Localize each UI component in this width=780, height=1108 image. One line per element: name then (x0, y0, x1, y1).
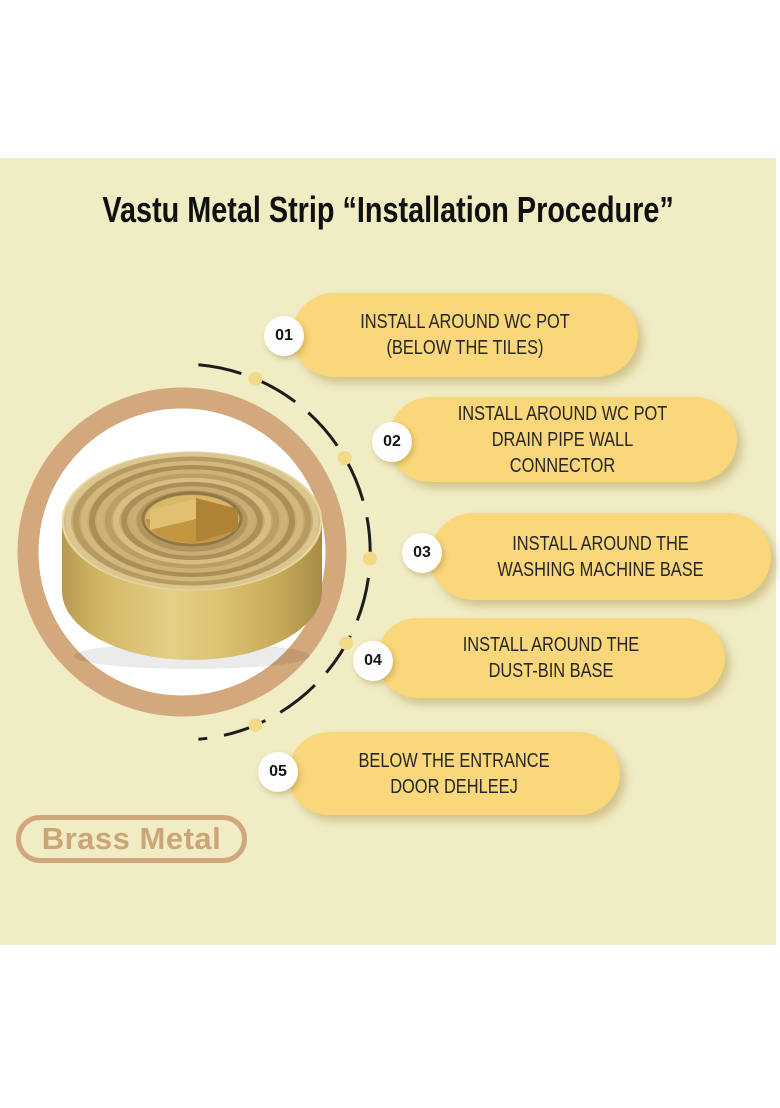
step-text-4: INSTALL AROUND THE DUST-BIN BASE (462, 634, 640, 682)
step-text-3: INSTALL AROUND THE WASHING MACHINE BASE (497, 532, 704, 581)
connector-dot (248, 371, 263, 386)
step-number-2: 02 (383, 433, 401, 450)
step-number-badge-3: 03 (402, 533, 442, 573)
step-number-4: 04 (364, 652, 382, 669)
brand-label: Brass Metal (41, 821, 222, 856)
step-number-1: 01 (275, 327, 293, 344)
step-pill-5: 05 BELOW THE ENTRANCE DOOR DEHLEEJ (258, 732, 620, 815)
step-pill-2: 02 INSTALL AROUND WC POT DRAIN PIPE WALL… (372, 397, 737, 482)
step-number-5: 05 (269, 763, 287, 780)
connector-dot (248, 718, 263, 733)
brass-coil-image (61, 451, 323, 669)
step-number-badge-1: 01 (264, 316, 304, 356)
step-text-5: BELOW THE ENTRANCE DOOR DEHLEEJ (358, 749, 550, 798)
connector-dot (362, 551, 377, 566)
infographic-canvas: Vastu Metal Strip “Installation Procedur… (0, 158, 776, 945)
connector-dots (248, 371, 377, 733)
connector-dot (339, 636, 354, 651)
page-title-text: Vastu Metal Strip “Installation Procedur… (102, 189, 674, 230)
step-text-1: INSTALL AROUND WC POT (BELOW THE TILES) (360, 311, 570, 359)
product-circle-ring (17, 387, 347, 717)
step-pill-4: 04 INSTALL AROUND THE DUST-BIN BASE (353, 618, 725, 698)
step-number-badge-5: 05 (258, 752, 298, 792)
step-number-badge-4: 04 (353, 641, 393, 681)
step-pill-3: 03 INSTALL AROUND THE WASHING MACHINE BA… (402, 513, 771, 600)
step-pill-1: 01 INSTALL AROUND WC POT (BELOW THE TILE… (264, 293, 638, 377)
dashed-arc (198, 363, 372, 741)
step-number-badge-2: 02 (372, 422, 412, 462)
brand-badge: Brass Metal (16, 815, 247, 863)
connector-dot (337, 451, 352, 465)
step-text-2: INSTALL AROUND WC POT DRAIN PIPE WALL CO… (457, 402, 668, 477)
step-number-3: 03 (413, 544, 431, 561)
page-title: Vastu Metal Strip “Installation Procedur… (0, 190, 776, 230)
